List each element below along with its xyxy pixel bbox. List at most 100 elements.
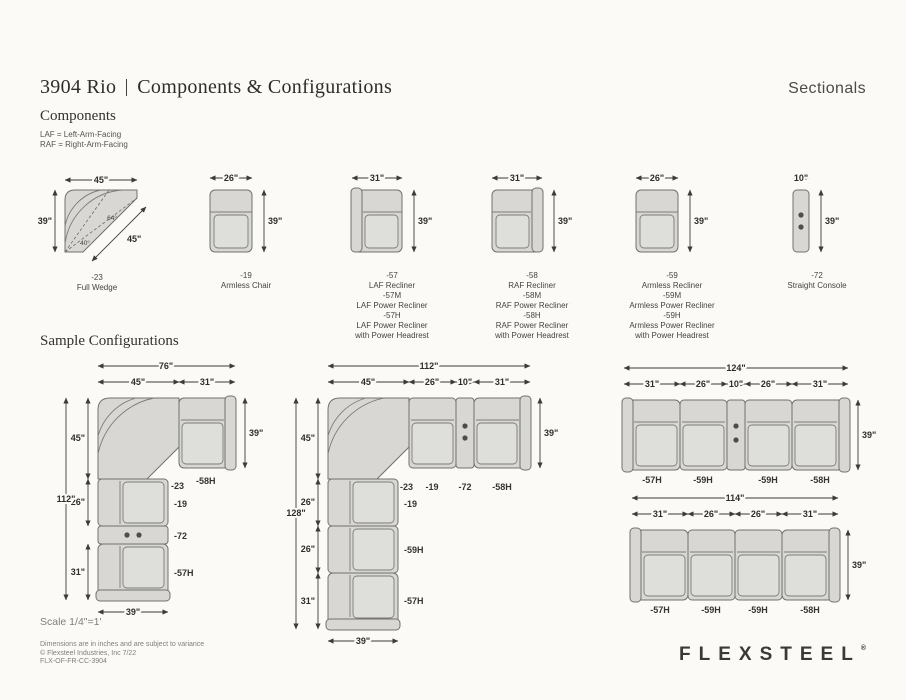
dim-label: 39": [852, 560, 866, 570]
copyright-note: © Flexsteel Industries, Inc 7/22: [40, 649, 137, 657]
dim-bottom: 39": [97, 605, 169, 618]
dim-label: 45": [127, 234, 141, 244]
component-code: -59: [666, 271, 678, 280]
component-name: LAF Power Recliner: [356, 321, 428, 330]
dim-segments: 31" 26" 10" 26" 31": [623, 377, 849, 391]
raf-recliner-shape: [491, 187, 544, 253]
dim-label: 31": [71, 567, 85, 577]
component-caption: -23 Full Wedge: [22, 273, 172, 293]
component-straight-console: 10" 39" -72 Straight Console: [747, 168, 887, 291]
piece-label: -23: [400, 482, 413, 492]
dim-depth-right: 39": [242, 397, 263, 469]
dim-depth: 39": [818, 189, 839, 253]
unit-laf-recliner: [629, 527, 689, 603]
piece-label: -57H: [404, 596, 424, 606]
dim-bottom: 39": [327, 634, 399, 648]
raf-recliner-diagram: 31" 39": [491, 171, 572, 253]
component-laf-recliner: 31" 39" -57 LAF Recliner -57M LAF Power …: [322, 168, 462, 341]
unit-armless-recliner: [679, 399, 728, 471]
unit-armless-chair-top: [408, 397, 457, 469]
legend: LAF = Left-Arm-Facing RAF = Right-Arm-Fa…: [40, 130, 128, 150]
dim-label: 31": [653, 509, 667, 519]
dim-label: 26": [761, 379, 775, 389]
configurations-heading: Sample Configurations: [40, 333, 179, 349]
variance-note: Dimensions are in inches and are subject…: [40, 641, 205, 648]
legend-raf: RAF = Right-Arm-Facing: [40, 140, 128, 149]
angle-label: 40°: [80, 239, 90, 247]
dim-width: 10": [792, 171, 810, 185]
cupholder-icon: [798, 212, 804, 218]
unit-raf-recliner: [178, 395, 237, 471]
piece-label: -59H: [701, 605, 721, 615]
dim-label: 45": [71, 433, 85, 443]
component-name: Armless Power Recliner: [629, 321, 715, 330]
cupholder-icon: [733, 437, 739, 443]
dim-label: 26": [650, 173, 664, 183]
dim-label: 128": [286, 508, 305, 518]
dim-label: 112": [420, 361, 439, 371]
component-armless-chair: 26" 39" -19 Armless Chair: [176, 168, 316, 291]
cupholder-icon: [136, 532, 142, 538]
armless-recliner-diagram: 26" 39": [635, 171, 708, 253]
flexsteel-logo: FLEXSTEEL®: [679, 644, 866, 666]
dim-width: 31": [351, 171, 403, 185]
piece-label: -19: [174, 499, 187, 509]
right-arm: [838, 397, 851, 473]
dim-depth-right: 39": [845, 529, 866, 601]
cupholder-icon: [462, 423, 468, 429]
component-code: -57: [386, 271, 398, 280]
piece-label: -72: [458, 482, 471, 492]
dim-top-segments: 45" 31": [97, 375, 236, 389]
dim-wedge-top: 45": [64, 173, 138, 187]
dim-label: 124": [726, 363, 745, 373]
component-name: Armless Power Recliner: [629, 301, 715, 310]
dim-label: 45": [131, 377, 145, 387]
piece-label: -58H: [800, 605, 820, 615]
dim-depth: 39": [411, 189, 432, 253]
config-1-diagram: 76" 45" 31" 39" 45" 26" 31" 112" 39": [55, 359, 264, 618]
component-caption: -72 Straight Console: [747, 271, 887, 291]
dim-depth: 39": [687, 189, 708, 253]
dim-label: 26": [224, 173, 238, 183]
dim-label: 45": [94, 175, 108, 185]
piece-label: -59H: [748, 605, 768, 615]
unit-console: [97, 525, 169, 545]
dim-depth: 39": [551, 189, 572, 253]
dim-depth: 39": [261, 189, 282, 253]
config-2-diagram: 112" 45" 26" 10" 31" 39" 45" 26" 26" 31": [284, 359, 558, 648]
dim-left-segments: 45" 26" 26" 31": [301, 397, 321, 630]
dim-label: 10": [794, 173, 808, 183]
piece-label: -58H: [810, 475, 830, 485]
dim-label: 31": [510, 173, 524, 183]
component-name: Full Wedge: [76, 283, 118, 292]
dim-label: 39": [38, 216, 52, 226]
component-caption: -57 LAF Recliner -57M LAF Power Recliner…: [322, 271, 462, 341]
component-caption: -59 Armless Recliner -59M Armless Power …: [602, 271, 742, 341]
full-wedge-diagram: 45" 39" 40° 64° 45": [38, 173, 147, 262]
component-code: -58H: [523, 311, 541, 320]
cupholder-icon: [798, 224, 804, 230]
straight-console-diagram: 10" 39": [792, 171, 839, 253]
component-code: -57M: [382, 291, 402, 300]
component-full-wedge: 45" 39" 40° 64° 45" -23 Full Wedge: [22, 168, 172, 293]
title-divider-icon: [126, 79, 128, 96]
dim-label: 31": [200, 377, 214, 387]
armless-chair-shape: [209, 189, 253, 253]
component-name: LAF Recliner: [368, 281, 416, 290]
dim-total-width: 124": [623, 361, 849, 375]
dim-label: 39": [356, 636, 370, 646]
dim-label: 31": [301, 596, 315, 606]
piece-label: -59H: [693, 475, 713, 485]
unit-armless-chair: [97, 478, 169, 527]
config-4-diagram: 114" 31" 26" 26" 31" 39": [629, 491, 866, 615]
unit-console: [726, 399, 746, 471]
dim-depth-right: 39": [855, 399, 876, 471]
piece-label: -58H: [196, 476, 216, 486]
unit-armless-recliner-leg: [327, 525, 399, 574]
dim-label: 26": [696, 379, 710, 389]
piece-label: -57H: [642, 475, 662, 485]
piece-label: -57H: [174, 568, 194, 578]
component-name: RAF Recliner: [508, 281, 556, 290]
component-armless-recliner: 26" 39" -59 Armless Recliner -59M Armles…: [602, 168, 742, 341]
